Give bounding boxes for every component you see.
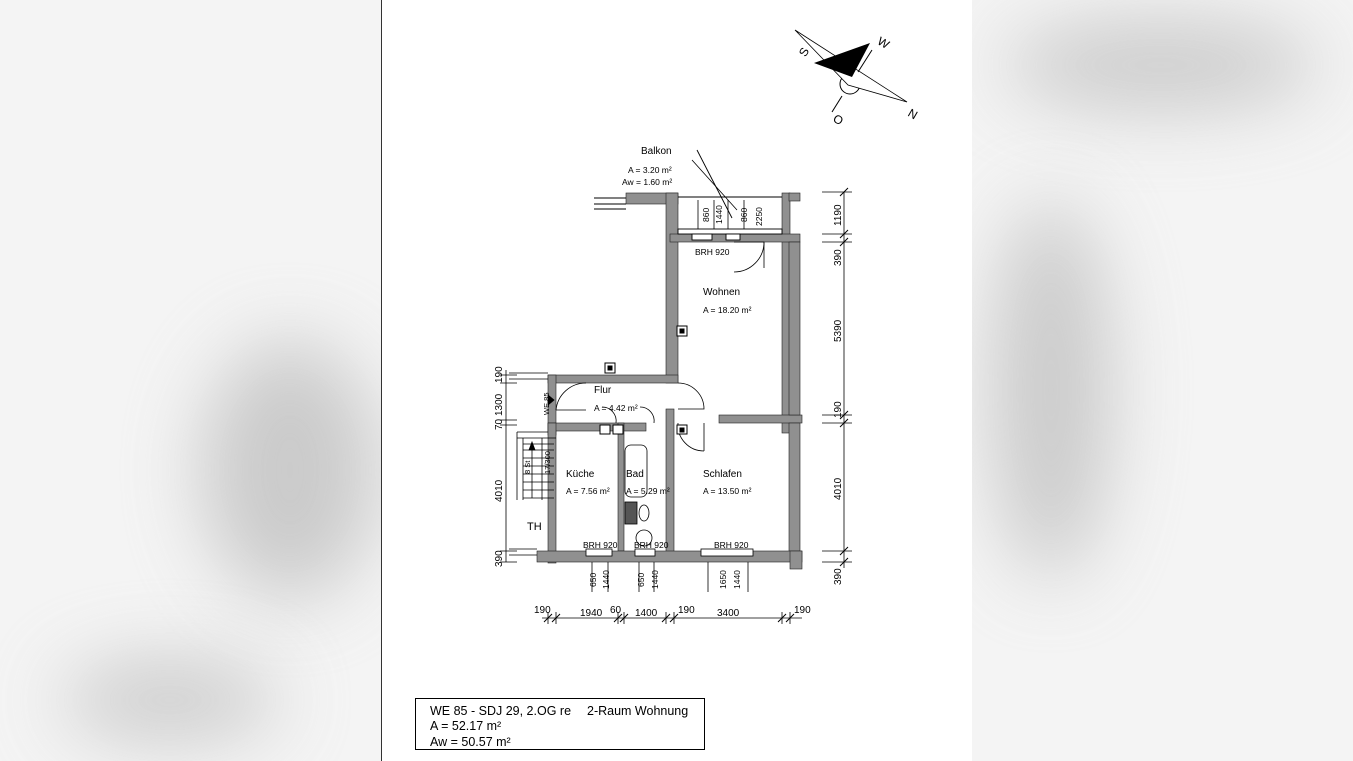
room-kueche-area: A = 7.56 m²: [566, 486, 610, 496]
dim-right-0: 1190: [833, 204, 844, 226]
info-unit: WE 85 - SDJ 29, 2.OG re: [430, 704, 572, 718]
info-area: A = 52.17 m²: [430, 719, 502, 733]
room-wohnen-name: Wohnen: [703, 287, 740, 298]
brh-label-bad: BRH 920: [634, 540, 669, 550]
bal-dim-0: 860: [701, 208, 711, 222]
room-th-label: TH: [527, 521, 542, 533]
bal-dim-2: 860: [739, 208, 749, 222]
compass-south-label: S: [796, 45, 812, 59]
dim-right-2: 5390: [833, 319, 844, 342]
shafts: [599, 325, 688, 435]
room-flur-area: A = 4.42 m²: [594, 403, 638, 413]
kue-dim-0: 650: [588, 573, 598, 587]
bathroom-fixtures: [624, 444, 653, 547]
brh-label-schlafen: BRH 920: [714, 540, 749, 550]
dim-bottom-0: 190: [534, 605, 551, 616]
outer-dimension-labels: 190 1940 60 1400 190 3400 190 1190 390 5…: [494, 204, 844, 619]
staircase: [509, 372, 556, 556]
kue-dim-1: 1440: [601, 570, 611, 589]
dim-right-3: 190: [833, 401, 844, 418]
plan-labels: Balkon A = 3.20 m² Aw = 1.60 m² Wohnen A…: [523, 146, 752, 550]
balcony-leader-line: [691, 159, 738, 211]
brh-label-wohnen: BRH 920: [695, 247, 730, 257]
balcony-area-w: Aw = 1.60 m²: [622, 177, 672, 187]
bal-dim-1: 1440: [714, 205, 724, 224]
left-blurred-background: [0, 0, 381, 761]
dim-right-1: 390: [833, 249, 844, 266]
dim-bottom-6: 190: [794, 605, 811, 616]
floor-plan-drawing: S W N O: [494, 29, 921, 624]
room-wohnen-area: A = 18.20 m²: [703, 305, 752, 315]
sch-dim-1: 1440: [732, 570, 742, 589]
dim-bottom-2: 60: [610, 605, 622, 616]
unit-tag: WE 85: [542, 392, 551, 415]
right-blurred-background: [971, 0, 1353, 761]
dimension-ticks: [543, 187, 849, 623]
floor-plan-sheet: S W N O: [381, 0, 972, 761]
dim-right-4: 4010: [833, 477, 844, 500]
compass-west-label: W: [875, 34, 892, 52]
window-dimension-labels: 860 1440 860 2250 650 1440 650 1440 1650…: [588, 205, 764, 589]
dimension-lines: [500, 191, 852, 624]
unit-info-box: WE 85 - SDJ 29, 2.OG re 2-Raum Wohnung A…: [415, 698, 705, 750]
dim-left-3: 4010: [494, 479, 505, 502]
doors: [555, 241, 765, 452]
room-bad-name: Bad: [626, 469, 644, 480]
bad-dim-0: 650: [636, 573, 646, 587]
balcony-outline: [594, 149, 783, 241]
room-flur-name: Flur: [594, 385, 612, 396]
stair-count: 8 St: [523, 460, 532, 474]
dim-left-1: 1300: [494, 393, 505, 416]
room-schlafen-name: Schlafen: [703, 469, 742, 480]
info-area-w: Aw = 50.57 m²: [430, 735, 511, 749]
room-schlafen-area: A = 13.50 m²: [703, 486, 752, 496]
balcony-area: A = 3.20 m²: [628, 165, 672, 175]
dim-bottom-1: 1940: [580, 608, 603, 619]
brh-label-kueche: BRH 920: [583, 540, 618, 550]
sch-dim-0: 1650: [718, 570, 728, 589]
compass-east-label: O: [831, 111, 846, 128]
dim-bottom-5: 3400: [717, 608, 740, 619]
bal-dim-3: 2250: [754, 207, 764, 226]
compass-rose: S W N O: [794, 29, 921, 128]
bad-dim-1: 1440: [650, 570, 660, 589]
walls: [536, 192, 803, 570]
dim-left-4: 390: [494, 550, 505, 567]
dim-bottom-4: 190: [678, 605, 695, 616]
room-bad-area: A = 5.29 m²: [626, 486, 670, 496]
balcony-name: Balkon: [641, 146, 672, 157]
info-type: 2-Raum Wohnung: [587, 704, 689, 718]
dim-bottom-3: 1400: [635, 608, 658, 619]
compass-north-label: N: [906, 106, 921, 122]
stair-size: 17/300: [543, 451, 552, 474]
windows: [585, 548, 754, 557]
dim-left-0: 190: [494, 366, 505, 383]
dim-right-5: 390: [833, 568, 844, 585]
room-kueche-name: Küche: [566, 469, 595, 480]
dim-left-2: 70: [494, 418, 505, 430]
